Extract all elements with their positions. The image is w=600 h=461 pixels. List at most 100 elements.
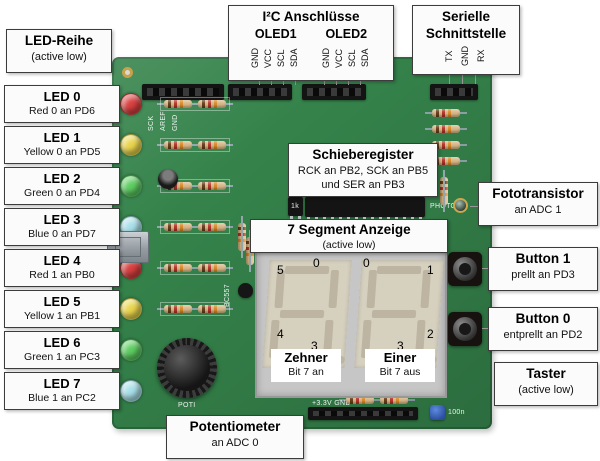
ones-digit-caption: Einer Bit 7 aus xyxy=(365,349,435,382)
segment-a xyxy=(284,266,330,274)
led-5-dome xyxy=(120,298,142,320)
tactile-button-1 xyxy=(448,252,482,286)
connector-line xyxy=(360,79,361,85)
resistor xyxy=(440,177,448,205)
connector-line xyxy=(295,79,296,85)
ones-bit-label: Bit 7 aus xyxy=(379,366,421,379)
led-7-dome xyxy=(120,380,142,402)
button0-desc: entprellt an PD2 xyxy=(503,328,583,341)
button0-title: Button 0 xyxy=(515,311,571,326)
phototransistor-title: Fototransistor xyxy=(492,186,584,201)
resistor xyxy=(425,109,467,117)
silkscreen-1k: 1k xyxy=(291,203,299,210)
pin-label: GND xyxy=(250,47,261,68)
oled2-group: OLED2 GND VCC SCL SDA xyxy=(321,26,371,73)
resistor xyxy=(157,223,199,231)
resistor xyxy=(191,182,233,190)
taster-subtitle: (active low) xyxy=(518,383,574,396)
potentiometer-title: Potentiometer xyxy=(189,419,281,434)
silkscreen-outline xyxy=(160,97,230,111)
seven-segment-label-box: 7 Segment Anzeige (active low) xyxy=(250,219,448,253)
oled2-label: OLED2 xyxy=(325,26,368,41)
silkscreen-sck: SCK xyxy=(148,115,155,131)
led-7-name: LED 7 xyxy=(43,376,81,391)
led-6-desc: Green 1 an PC3 xyxy=(24,351,100,364)
led-2-name: LED 2 xyxy=(43,171,81,186)
shift-register-chip xyxy=(305,194,425,220)
led-0-name: LED 0 xyxy=(43,89,81,104)
led-1-desc: Yellow 0 an PD5 xyxy=(23,146,101,159)
i2c-connector-groups: OLED1 GND VCC SCL SDA OLED2 GND VCC SCL … xyxy=(231,27,391,73)
resistor xyxy=(157,264,199,272)
serial-label-box: Serielle Schnittstelle TX GND RX xyxy=(412,5,520,75)
segment-number: 5 xyxy=(277,263,284,277)
serial-header xyxy=(430,84,478,100)
seven-segment-display: 5 0 4 3 0 1 2 3 Zehner Bit 7 an Einer Bi… xyxy=(255,250,447,398)
segment-a xyxy=(376,266,422,274)
led-series-subtitle: (active low) xyxy=(31,50,87,63)
oled2-pins: GND VCC SCL SDA xyxy=(321,43,371,73)
oled2-header xyxy=(302,84,366,100)
segment-g xyxy=(279,310,325,318)
resistor xyxy=(157,305,199,313)
pin-label: RX xyxy=(475,49,486,63)
led-series-title: LED-Reihe xyxy=(24,33,94,48)
pin-label: SCL xyxy=(276,48,287,67)
led-2-dome xyxy=(120,175,142,197)
mounting-hole xyxy=(122,67,133,78)
button1-title: Button 1 xyxy=(515,251,571,266)
potentiometer-desc: an ADC 0 xyxy=(211,436,259,449)
phototransistor-component xyxy=(453,198,468,213)
pin-label: VCC xyxy=(333,48,344,68)
segment-g xyxy=(371,310,417,318)
i2c-label-box: I²C Anschlüsse OLED1 GND VCC SCL SDA OLE… xyxy=(228,5,394,81)
button0-label-box: Button 0 entprellt an PD2 xyxy=(488,307,598,351)
tens-bit-label: Bit 7 an xyxy=(288,366,324,379)
led-2-label-box: LED 2 Green 0 an PD4 xyxy=(4,167,120,205)
connector-line xyxy=(271,79,272,85)
shield-pin-header xyxy=(142,84,224,100)
resistor xyxy=(238,223,246,251)
led-1-dome xyxy=(120,134,142,156)
led-3-desc: Blue 0 an PD7 xyxy=(28,228,96,241)
oled1-pins: GND VCC SCL SDA xyxy=(250,43,300,73)
led-5-label-box: LED 5 Yellow 1 an PB1 xyxy=(4,290,120,328)
resistor-network-1k: 1k xyxy=(288,194,303,219)
ones-label: Einer xyxy=(383,350,417,365)
resistor xyxy=(191,141,233,149)
connector-line xyxy=(283,79,284,85)
resistor xyxy=(425,157,467,165)
potentiometer-knob xyxy=(157,338,217,398)
silkscreen-outline xyxy=(160,261,230,275)
connector-line xyxy=(462,75,463,84)
serial-pins: TX GND RX xyxy=(415,44,517,68)
taster-title: Taster xyxy=(526,366,566,381)
segment-number: 0 xyxy=(313,256,320,270)
segment-number: 0 xyxy=(363,256,370,270)
pin-label: SDA xyxy=(289,48,300,67)
resistor xyxy=(425,125,467,133)
pin-label: GND xyxy=(460,45,471,66)
resistor xyxy=(157,100,199,108)
ceramic-capacitor-100n xyxy=(430,405,445,420)
connector-line xyxy=(482,268,488,269)
i2c-title: I²C Anschlüsse xyxy=(262,9,360,24)
led-7-desc: Blue 1 an PC2 xyxy=(28,392,96,405)
silkscreen-power-rail: +3.3V GND xyxy=(312,400,351,407)
segment-b xyxy=(328,270,340,308)
oled1-header xyxy=(228,84,292,100)
led-series-label-box: LED-Reihe (active low) xyxy=(6,29,112,73)
led-0-dome xyxy=(120,93,142,115)
silkscreen-outline xyxy=(160,220,230,234)
segment-number: 4 xyxy=(277,327,284,341)
electrolytic-capacitor xyxy=(158,169,178,189)
phototransistor-label-box: Fototransistor an ADC 1 xyxy=(478,182,598,226)
potentiometer-label-box: Potentiometer an ADC 0 xyxy=(166,415,304,459)
led-0-desc: Red 0 an PD6 xyxy=(29,105,95,118)
segment-f xyxy=(366,270,378,308)
segment-number: 3 xyxy=(397,339,404,353)
silkscreen-outline xyxy=(160,138,230,152)
connector-line xyxy=(470,206,478,207)
led-6-name: LED 6 xyxy=(43,335,81,350)
